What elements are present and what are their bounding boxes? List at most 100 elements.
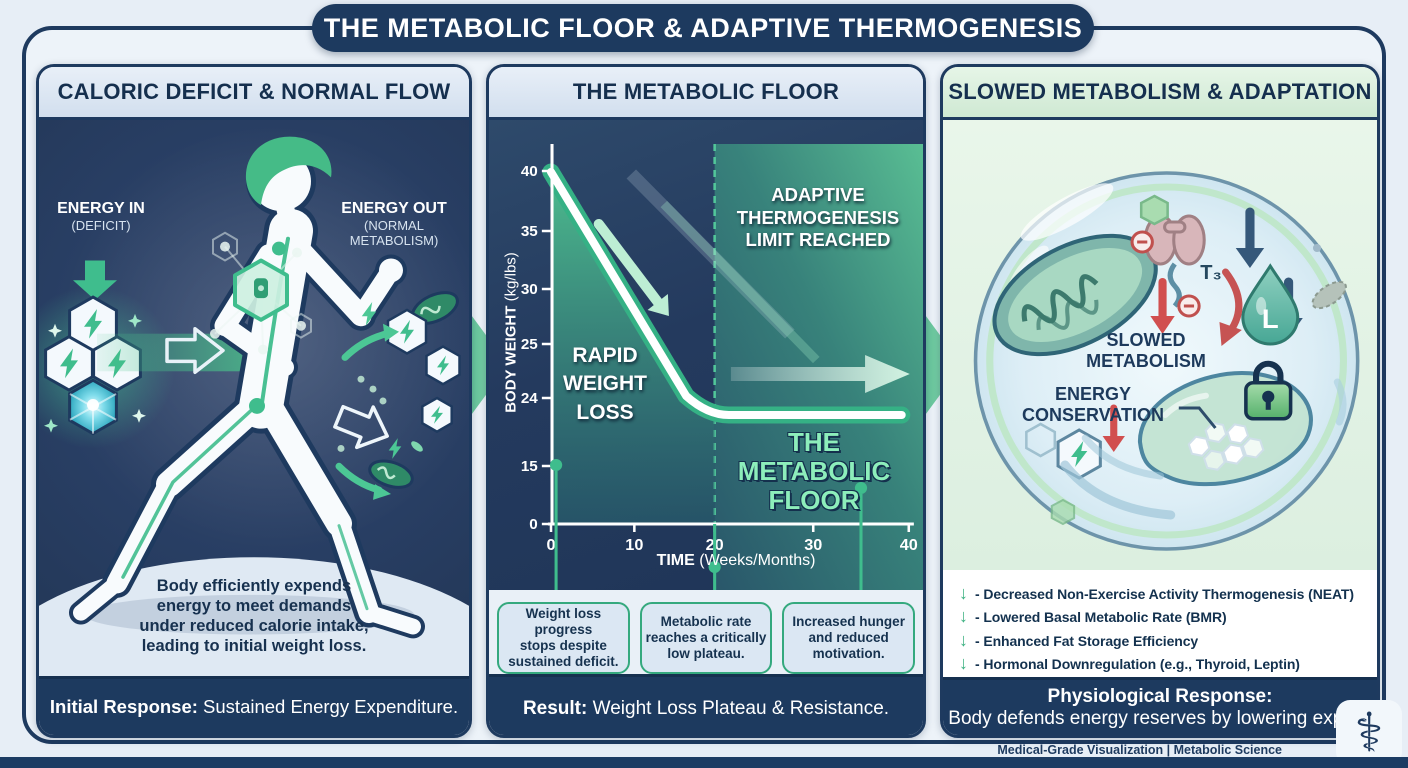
mitochondria-icon xyxy=(368,459,414,489)
svg-text:L: L xyxy=(1262,303,1279,334)
bullet-text: - Lowered Basal Metabolic Rate (BMR) xyxy=(975,609,1227,625)
panel-caloric-deficit: CALORIC DEFICIT & NORMAL FLOW xyxy=(36,64,472,738)
leader-dot xyxy=(854,482,868,494)
bullet-text: - Hormonal Downregulation (e.g., Thyroid… xyxy=(975,656,1300,672)
energy-out-label: ENERGY OUT (NORMAL METABOLISM) xyxy=(341,200,447,248)
list-item: ↓ - Lowered Basal Metabolic Rate (BMR) xyxy=(959,606,1371,627)
panel-right-header: SLOWED METABOLISM & ADAPTATION xyxy=(943,67,1377,120)
page-title: THE METABOLIC FLOOR & ADAPTIVE THERMOGEN… xyxy=(312,4,1094,52)
panel-middle-footer: Result: Weight Loss Plateau & Resistance… xyxy=(489,674,923,735)
weight-chart: 40 35 30 25 24 15 0 0 10 20 30 40 ADAP xyxy=(489,120,923,590)
er-membrane-arc xyxy=(1060,460,1176,520)
ghost-streak xyxy=(660,200,820,364)
svg-text:30: 30 xyxy=(521,281,538,298)
descent-arrow xyxy=(593,219,663,307)
svg-text:40: 40 xyxy=(900,536,918,554)
caduceus-badge: ⚕ xyxy=(1336,700,1402,766)
energy-hexagon-icon xyxy=(421,396,453,434)
list-item: ↓ - Enhanced Fat Storage Efficiency xyxy=(959,630,1371,651)
cell-emblem-icon xyxy=(233,258,289,322)
energy-out-scatter xyxy=(333,291,461,500)
inhibit-icon xyxy=(1130,230,1154,254)
footer-lead: Result: xyxy=(522,698,588,719)
energy-hexagon-icon xyxy=(425,345,461,386)
svg-text:40: 40 xyxy=(521,163,538,180)
down-arrow-icon: ↓ xyxy=(959,629,968,650)
leptin-droplet-icon: L xyxy=(1241,263,1300,346)
caduceus-icon: ⚕ xyxy=(1354,701,1384,764)
hair xyxy=(245,136,332,206)
thyroid-icon xyxy=(1143,214,1206,308)
callout-row: Weight loss progress stops despite susta… xyxy=(489,590,923,674)
list-item: ↓ - Hormonal Downregulation (e.g., Thyro… xyxy=(959,653,1371,674)
energy-in-down-arrow-icon xyxy=(73,260,117,301)
energy-in-label: ENERGY IN (DEFICIT) xyxy=(57,200,145,233)
panel-right-footer: Physiological Response: Body defends ene… xyxy=(943,676,1380,735)
bottom-edge-bar xyxy=(0,757,1408,768)
left-description: Body efficiently expends energy to meet … xyxy=(139,577,369,656)
down-arrow-navy-icon xyxy=(1235,207,1265,268)
down-arrow-red-icon xyxy=(1150,278,1175,334)
small-hexagon-icon xyxy=(1050,498,1076,526)
down-arrow-icon: ↓ xyxy=(959,653,968,673)
svg-text:24: 24 xyxy=(521,390,539,407)
hexagon-outline-icon xyxy=(1025,422,1057,458)
annotation-adaptive-limit: ADAPTIVE THERMOGENESIS LIMIT REACHED xyxy=(736,184,900,251)
sparkle-icon xyxy=(132,408,146,423)
bolt-icon xyxy=(388,438,402,459)
mitochondria-icon xyxy=(411,291,459,325)
ribosome-dot xyxy=(1312,244,1322,252)
svg-text:15: 15 xyxy=(521,458,538,475)
annotation-metabolic-floor: THE METABOLIC FLOOR xyxy=(737,427,891,516)
panel-metabolic-floor: THE METABOLIC FLOOR xyxy=(486,64,926,738)
ground-shadow xyxy=(84,594,414,635)
small-hexagon-icon xyxy=(1139,194,1169,226)
y-tick-labels: 40 35 30 25 24 15 0 xyxy=(521,163,539,533)
energy-gem-icon xyxy=(68,378,118,436)
slowed-metabolism-label: SLOWED METABOLISM xyxy=(1086,330,1206,371)
hormone-squiggle xyxy=(1167,262,1182,308)
bullet-text: - Enhanced Fat Storage Efficiency xyxy=(975,632,1199,649)
footer-rest: Sustained Energy Expenditure. xyxy=(197,696,459,717)
left-illustration-scene: ENERGY IN (DEFICIT) ENERGY OUT (NORMAL M… xyxy=(39,120,469,676)
curved-arrow-red-icon xyxy=(1219,268,1243,346)
ghost-streak xyxy=(626,169,795,339)
flow-arrow xyxy=(341,330,391,361)
callout-plateau: Weight loss progress stops despite susta… xyxy=(497,602,630,674)
svg-text:35: 35 xyxy=(521,223,538,240)
y-axis-label: BODY WEIGHT (kg/lbs) xyxy=(502,252,520,413)
callout-leaders xyxy=(554,471,863,590)
energy-hexagon-icon xyxy=(44,334,94,392)
runner-illustration xyxy=(39,125,469,676)
callout-hunger: Increased hunger and reduced motivation. xyxy=(782,602,916,674)
er-membrane-arc xyxy=(1081,434,1165,480)
down-arrow-icon: ↓ xyxy=(959,582,968,603)
panel-slowed-metabolism: SLOWED METABOLISM & ADAPTATION xyxy=(940,64,1380,738)
annotation-rapid-loss: RAPID WEIGHT LOSS xyxy=(563,344,647,424)
footer-rest: Body defends energy reserves by lowering… xyxy=(943,707,1380,729)
x-tick-labels: 0 10 20 30 40 xyxy=(546,536,917,554)
energy-conservation-label: ENERGY CONSERVATION xyxy=(1021,384,1164,425)
cell-inner-ring xyxy=(986,183,1348,539)
limit-arrow xyxy=(730,355,910,393)
down-arrow-red-icon xyxy=(1102,404,1125,452)
adaptation-bullet-list: ↓ - Decreased Non-Exercise Activity Ther… xyxy=(943,570,1377,677)
sparkle-icon xyxy=(128,313,142,328)
panel-left-footer: Initial Response: Sustained Energy Expen… xyxy=(39,676,469,735)
t3-label: T₃ xyxy=(1200,262,1222,284)
bullet-text: - Decreased Non-Exercise Activity Thermo… xyxy=(975,585,1354,602)
callout-metabolic-rate: Metabolic rate reaches a critically low … xyxy=(639,602,773,674)
svg-text:25: 25 xyxy=(521,336,538,353)
fat-storage-organelle xyxy=(1137,360,1313,487)
footer-lead: Physiological Response: xyxy=(1047,685,1273,707)
credit-text: Medical-Grade Visualization | Metabolic … xyxy=(997,743,1282,757)
energy-hexagon-icon xyxy=(386,308,428,355)
x-axis-label: TIME (Weeks/Months) xyxy=(656,552,816,569)
er-membrane-arc xyxy=(1333,378,1347,426)
svg-text:0: 0 xyxy=(529,516,537,533)
cell-illustration: L xyxy=(973,171,1360,551)
output-arrow-icon xyxy=(333,404,389,450)
list-item: ↓ - Decreased Non-Exercise Activity Ther… xyxy=(959,583,1371,604)
lock-icon xyxy=(1244,360,1293,421)
cell-gloss xyxy=(1020,183,1114,241)
